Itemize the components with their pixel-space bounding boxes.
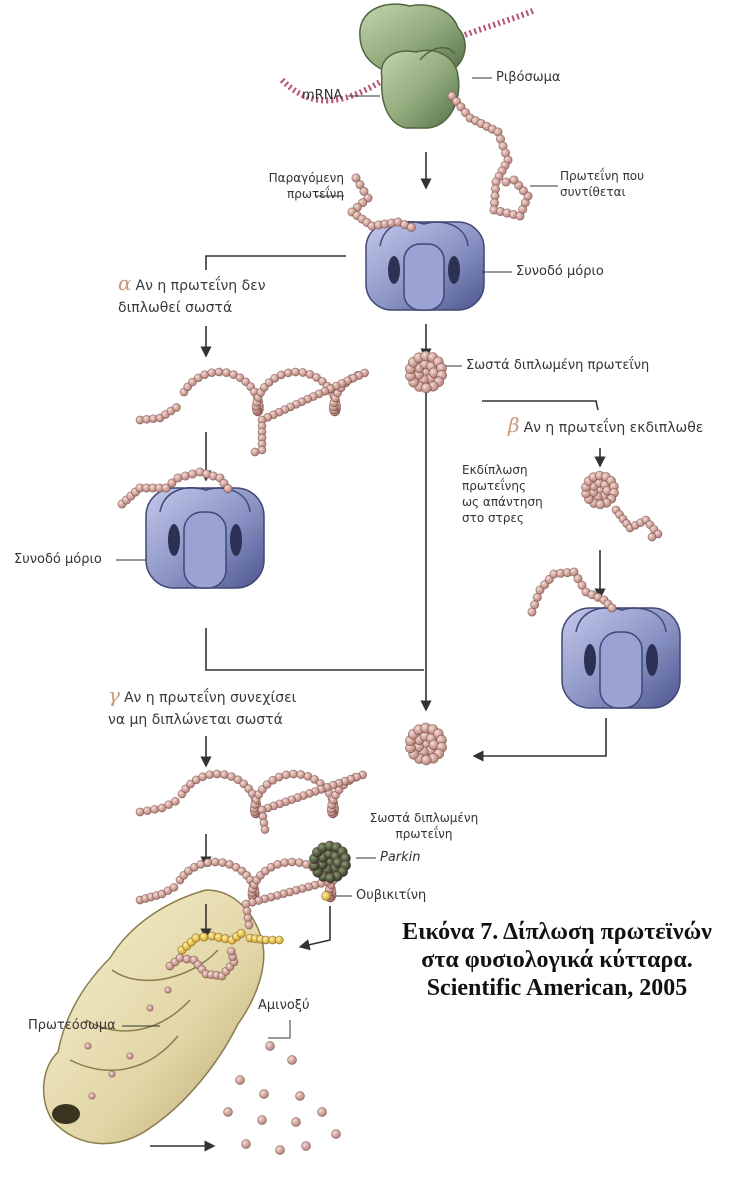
amino-acid-icon — [318, 1108, 327, 1117]
amino-acid-icon — [147, 1005, 153, 1011]
folded-protein-icon — [421, 383, 431, 393]
proteasome-label: Πρωτεόσωμα — [28, 1016, 116, 1036]
amino-acid-icon — [109, 1071, 115, 1077]
protein-chain-icon — [281, 859, 289, 867]
ribosome-label: Ριβόσωμα — [496, 68, 560, 88]
protein-chain-icon — [502, 178, 510, 186]
amino-acid-icon — [296, 1092, 305, 1101]
step-a-text: Αν η πρωτεΐνη δεν διπλωθεί σωστά — [118, 278, 266, 316]
mrna-label: mRNA — [302, 86, 342, 106]
chaperone-icon — [562, 608, 680, 708]
protein-chain-icon — [297, 771, 305, 779]
amino-acid-icon — [165, 987, 171, 993]
protein-chain-icon — [295, 859, 303, 867]
amino-acid-icon — [89, 1093, 95, 1099]
amino-acid-icon — [292, 1118, 301, 1127]
step-g-text: Αν η πρωτεΐνη συνεχίσει να μη διπλώνεται… — [108, 690, 296, 728]
protein-chain-icon — [251, 448, 259, 456]
protein-chain-icon — [245, 921, 253, 929]
protein-chain-icon — [170, 883, 178, 891]
protein-chain-icon — [299, 369, 307, 377]
protein-chain-icon — [206, 771, 214, 779]
protein-chain-icon — [407, 223, 415, 231]
protein-chain-icon — [171, 797, 179, 805]
protein-chain-icon — [211, 858, 219, 866]
amino-acid-icon — [85, 1043, 91, 1049]
ubiquitin-label: Ουβικιτίνη — [356, 886, 426, 906]
chaperone-icon — [366, 222, 484, 310]
amino-acid-icon — [276, 1146, 285, 1155]
amino-acid-icon — [236, 1076, 245, 1085]
protein-chain-icon — [213, 770, 221, 778]
correctly-folded-label-2: Σωστά διπλωμένη πρωτεΐνη — [364, 810, 484, 842]
protein-chain-icon — [227, 947, 235, 955]
protein-chain-icon — [136, 808, 144, 816]
folded-protein-icon — [421, 755, 431, 765]
ubiquitin-icon — [192, 934, 200, 942]
protein-chain-icon — [219, 859, 227, 867]
protein-chain-icon — [173, 404, 181, 412]
step-b-letter: β — [508, 413, 520, 437]
protein-chain-icon — [274, 860, 282, 868]
protein-chain-icon — [204, 859, 212, 867]
protein-chain-icon — [143, 807, 151, 815]
amino-acid-icon — [266, 1042, 275, 1051]
protein-chain-icon — [290, 770, 298, 778]
protein-chain-icon — [197, 860, 205, 868]
protein-chain-icon — [151, 805, 159, 813]
step-a-letter: α — [118, 271, 132, 295]
amino-acid-label: Αμινοξύ — [258, 996, 310, 1016]
amino-acid-icon — [258, 1116, 267, 1125]
ubiquitin-icon — [200, 933, 208, 941]
ubiquitin-icon — [322, 892, 331, 901]
protein-chain-icon — [608, 604, 616, 612]
synthesized-protein-label: Πρωτεΐνη που συντίθεται — [560, 168, 644, 200]
amino-acid-icon — [260, 1090, 269, 1099]
protein-chain-icon — [282, 771, 290, 779]
folded-protein-icon — [596, 500, 605, 509]
chaperone-icon — [146, 488, 264, 588]
step-b-text: Αν η πρωτεΐνη εκδιπλωθε — [524, 420, 704, 436]
protein-chain-icon — [208, 369, 216, 377]
protein-chain-icon — [224, 484, 232, 492]
protein-chain-icon — [648, 533, 656, 541]
ribosome-icon — [360, 4, 465, 128]
parkin-label: Parkin — [380, 848, 421, 868]
protein-chain-icon — [261, 826, 269, 834]
nascent-protein-label: Παραγόμενη πρωτεΐνη — [240, 170, 344, 202]
ubiquitin-icon — [237, 929, 245, 937]
parkin-icon — [325, 873, 335, 883]
stress-unfolding-label: Εκδίπλωση πρωτεΐνης ως απάντηση στο στρε… — [462, 462, 543, 526]
protein-chain-icon — [288, 858, 296, 866]
amino-acid-icon — [224, 1108, 233, 1117]
protein-chain-icon — [510, 176, 518, 184]
ubiquitin-icon — [275, 936, 283, 944]
amino-acid-icon — [332, 1130, 341, 1139]
amino-acid-icon — [288, 1056, 297, 1065]
amino-acid-icon — [242, 1140, 251, 1149]
step-g-letter: γ — [108, 683, 120, 707]
amino-acid-icon — [302, 1142, 311, 1151]
chaperone-label-left: Συνοδό μόριο — [14, 550, 102, 570]
protein-chain-icon — [284, 369, 292, 377]
chaperone-label-top: Συνοδό μόριο — [516, 262, 604, 282]
amino-acid-icon — [127, 1053, 133, 1059]
protein-chain-icon — [215, 368, 223, 376]
correctly-folded-label: Σωστά διπλωμένη πρωτεΐνη — [466, 356, 649, 376]
figure-caption: Εικόνα 7. Δίπλωση πρωτεϊνών στα φυσιολογ… — [392, 918, 722, 1002]
protein-chain-icon — [292, 368, 300, 376]
